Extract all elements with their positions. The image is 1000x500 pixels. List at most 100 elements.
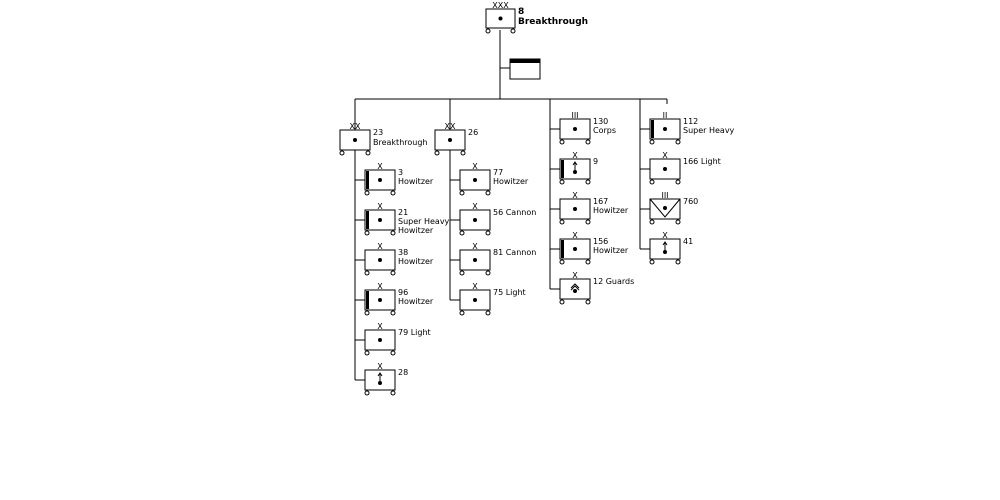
heavy-bar-icon (561, 240, 564, 258)
brigade-unit-symbol (364, 329, 396, 356)
artillery-dot-icon (378, 338, 382, 342)
unit-label: Super Heavy (683, 126, 735, 135)
wheel-icon (485, 28, 491, 34)
brigade-unit-symbol (559, 118, 591, 145)
wheel-icon (649, 219, 655, 225)
echelon-text: X (377, 282, 383, 291)
unit-label: 81 Cannon (493, 248, 536, 257)
wheel-icon (675, 219, 681, 225)
echelon-text: X (377, 362, 383, 371)
division-number: 26 (468, 128, 478, 137)
echelon-marker: XXX (492, 1, 509, 10)
echelon-text: XX (445, 122, 456, 131)
wheel-icon (559, 259, 565, 265)
division-number: 23 (373, 128, 383, 137)
brigade-unit-symbol (459, 209, 491, 236)
wheel-icon (485, 310, 491, 316)
echelon-text: X (572, 151, 578, 160)
brigade-unit-symbol (559, 198, 591, 225)
unit-label: 760 (683, 197, 698, 206)
wheel-icon (434, 150, 440, 156)
wheel-icon (649, 259, 655, 265)
artillery-dot-icon (378, 298, 382, 302)
wheel-icon (364, 190, 370, 196)
wheel-icon (365, 150, 371, 156)
brigade-unit-symbol (364, 169, 396, 196)
wheel-icon (585, 299, 591, 305)
unit-label: 166 Light (683, 157, 721, 166)
unit-label: 21 (398, 208, 408, 217)
unit-label: 167 (593, 197, 608, 206)
echelon-marker: X (572, 231, 578, 240)
wheel-icon (649, 179, 655, 185)
unit-label: 38 (398, 248, 408, 257)
unit-label: 41 (683, 237, 693, 246)
heavy-bar-icon (366, 171, 369, 189)
wheel-icon (364, 270, 370, 276)
brigade-unit-symbol (559, 158, 591, 185)
echelon-marker: X (472, 242, 478, 251)
wheel-icon (390, 270, 396, 276)
wheel-icon (390, 390, 396, 396)
unit-label: 12 Guards (593, 277, 634, 286)
unit-label: Howitzer (398, 297, 434, 306)
echelon-marker: III (661, 191, 668, 200)
wheel-icon (649, 139, 655, 145)
wheel-icon (364, 230, 370, 236)
echelon-text: XX (350, 122, 361, 131)
wheel-icon (559, 299, 565, 305)
heavy-bar-icon (366, 291, 369, 309)
artillery-dot-icon (663, 127, 667, 131)
wheel-icon (510, 28, 516, 34)
wheel-icon (390, 230, 396, 236)
wheel-icon (364, 350, 370, 356)
echelon-marker: X (377, 242, 383, 251)
division-unit-symbol (434, 129, 466, 156)
wheel-icon (675, 179, 681, 185)
echelon-text: X (377, 202, 383, 211)
artillery-dot-icon (473, 298, 477, 302)
echelon-text: X (377, 322, 383, 331)
echelon-text: III (571, 111, 578, 120)
heavy-bar-icon (561, 160, 564, 178)
arrow-head-icon (377, 372, 383, 377)
unit-label: 156 (593, 237, 608, 246)
echelon-text: X (377, 242, 383, 251)
wheel-icon (459, 310, 465, 316)
wheel-icon (675, 259, 681, 265)
unit-label: 130 (593, 117, 608, 126)
wheel-icon (485, 190, 491, 196)
artillery-dot-icon (473, 178, 477, 182)
unit-label: 77 (493, 168, 503, 177)
unit-label: Howitzer (593, 206, 629, 215)
echelon-text: X (662, 151, 668, 160)
wheel-icon (585, 139, 591, 145)
division-name: Breakthrough (373, 138, 428, 147)
echelon-text: X (472, 162, 478, 171)
echelon-marker: XX (350, 122, 361, 131)
hq-flag-band-icon (510, 59, 540, 63)
brigade-unit-symbol (364, 369, 396, 396)
echelon-text: III (661, 191, 668, 200)
echelon-marker: X (572, 271, 578, 280)
brigade-unit-symbol (364, 209, 396, 236)
unit-label: 9 (593, 157, 598, 166)
brigade-unit-symbol (364, 289, 396, 316)
artillery-dot-icon (353, 138, 357, 142)
echelon-marker: X (377, 162, 383, 171)
unit-label: Howitzer (398, 226, 434, 235)
brigade-unit-symbol (559, 278, 591, 305)
wheel-icon (364, 310, 370, 316)
artillery-dot-icon (378, 178, 382, 182)
brigade-unit-symbol (459, 289, 491, 316)
artillery-dot-icon (573, 247, 577, 251)
echelon-marker: X (377, 202, 383, 211)
artillery-dot-icon (663, 206, 667, 210)
echelon-text: X (572, 191, 578, 200)
artillery-dot-icon (663, 167, 667, 171)
artillery-dot-icon (378, 258, 382, 262)
artillery-dot-icon (573, 289, 577, 293)
unit-label: Howitzer (398, 257, 434, 266)
artillery-dot-icon (448, 138, 452, 142)
wheel-icon (585, 179, 591, 185)
